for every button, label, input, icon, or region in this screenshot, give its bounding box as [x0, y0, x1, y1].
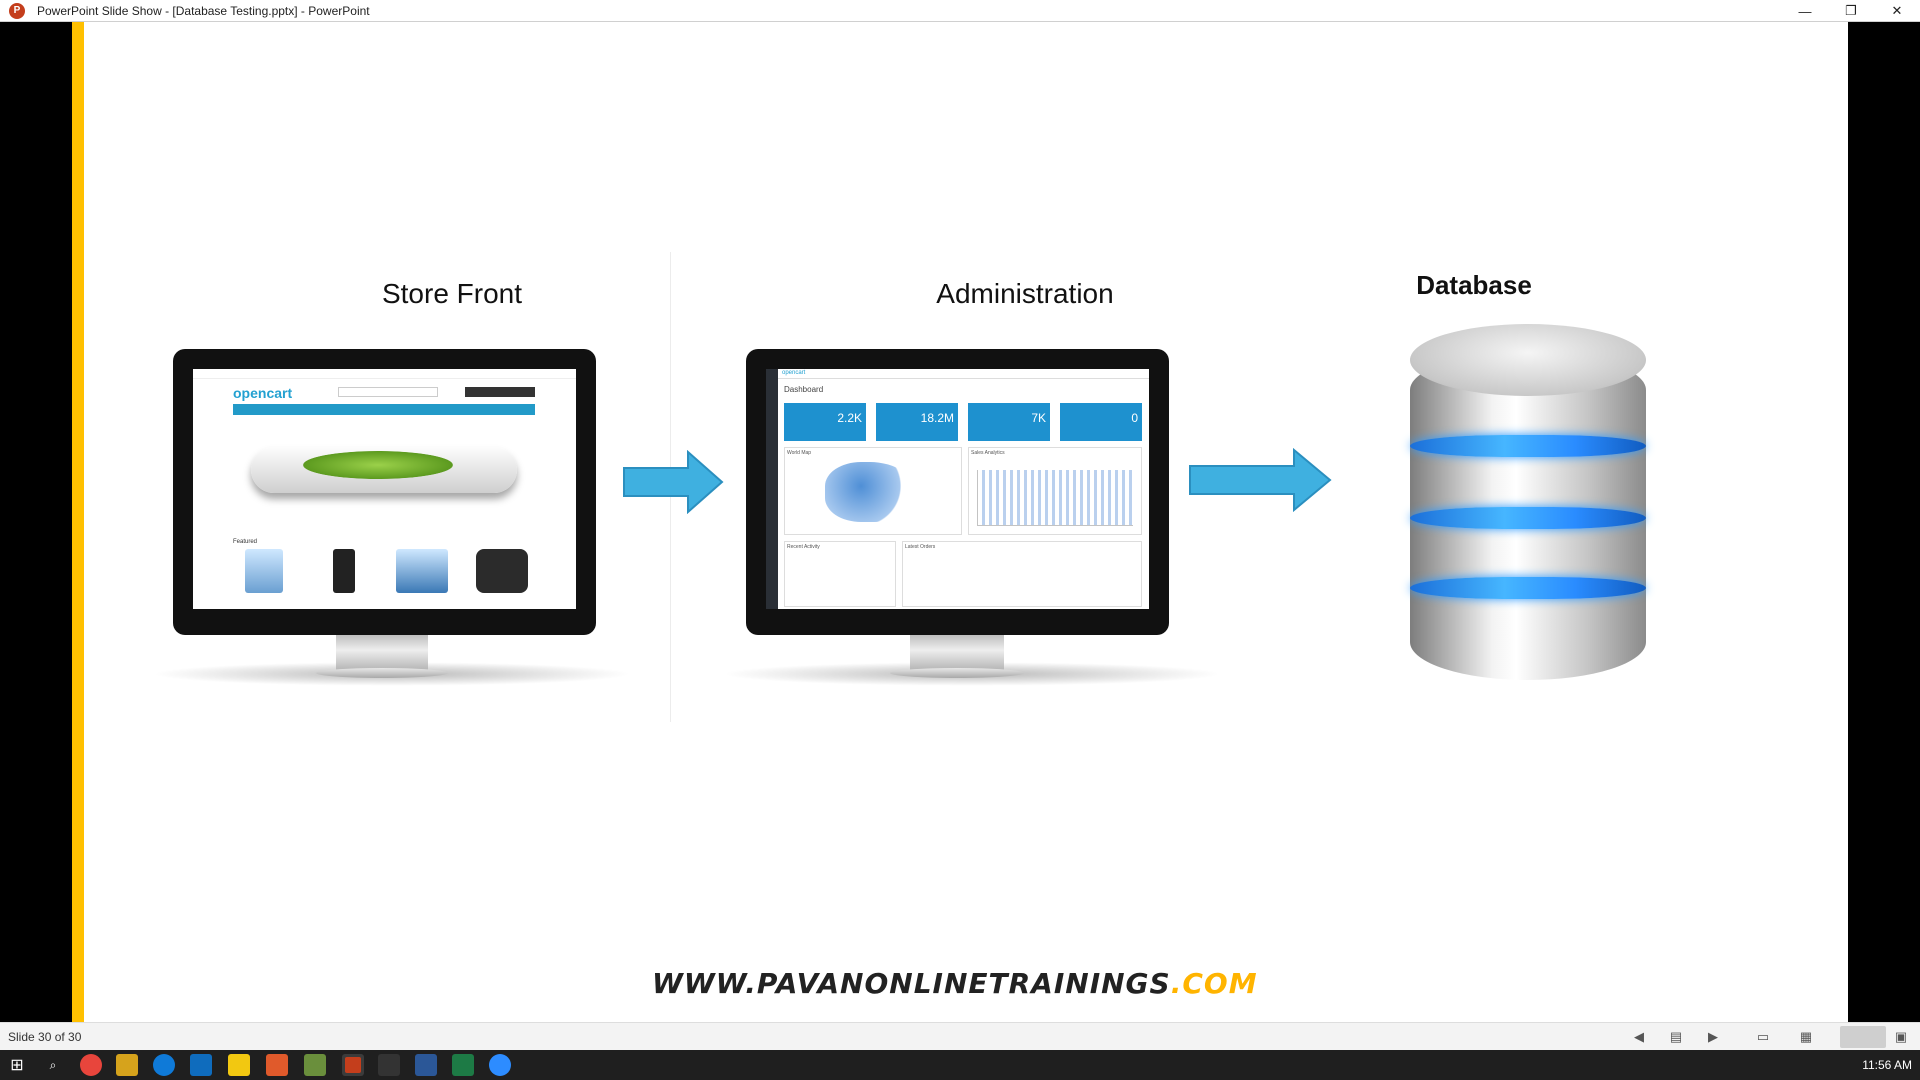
- recent-activity-panel: Recent Activity: [784, 541, 896, 607]
- monitor-base: [890, 668, 1024, 678]
- presenter-webcam-thumbnail: [1840, 1026, 1886, 1048]
- latest-orders-panel: Latest Orders: [902, 541, 1142, 607]
- slide-sorter-icon[interactable]: ▦: [1799, 1029, 1813, 1044]
- admin-brand: opencart: [782, 370, 806, 376]
- outlook-icon[interactable]: [190, 1054, 212, 1076]
- product-laptop-image: [245, 549, 283, 593]
- world-map-panel: World Map: [784, 447, 962, 535]
- stat-tile: 2.2K: [784, 403, 866, 441]
- sales-analytics-panel: Sales Analytics: [968, 447, 1142, 535]
- screen-nav-bar: [233, 404, 535, 415]
- monitor-base: [316, 668, 448, 678]
- search-icon[interactable]: ⌕: [49, 1057, 57, 1072]
- minimize-button[interactable]: —: [1798, 3, 1812, 19]
- product-phone-image: [333, 549, 355, 593]
- store-front-screen: opencart Featured: [193, 369, 576, 609]
- screen-sidebar: [766, 369, 778, 609]
- slide-counter: Slide 30 of 30: [8, 1030, 82, 1044]
- heading-administration: Administration: [936, 278, 1114, 309]
- app-icon[interactable]: [266, 1054, 288, 1076]
- window-title: PowerPoint Slide Show - [Database Testin…: [37, 3, 370, 18]
- powerpoint-app-icon: P: [9, 2, 25, 19]
- stat-tile: 18.2M: [876, 403, 958, 441]
- screen-leaf-image: [303, 451, 453, 479]
- slideshow-icon[interactable]: ▣: [1894, 1029, 1908, 1044]
- monitor-stand: [910, 634, 1004, 674]
- stat-tile: 0: [1060, 403, 1142, 441]
- slide[interactable]: Store Front Administration Database open…: [72, 22, 1848, 1022]
- footer-url-main: WWW.PAVANONLINETRAININGS: [652, 967, 1171, 1000]
- windows-start-icon[interactable]: ⊞: [10, 1057, 24, 1074]
- excel-icon[interactable]: [452, 1054, 474, 1076]
- accent-bar: [72, 22, 84, 1022]
- panel-title: Recent Activity: [787, 544, 820, 550]
- administration-screen: opencart Dashboard 2.2K 18.2M 7K 0 World…: [766, 369, 1149, 609]
- window-titlebar: P PowerPoint Slide Show - [Database Test…: [0, 0, 1920, 22]
- world-map-graphic: [825, 462, 915, 522]
- db-top: [1410, 324, 1646, 396]
- db-ring: [1410, 435, 1646, 457]
- screen-search-box: [338, 387, 438, 397]
- product-monitor-image: [396, 549, 448, 593]
- arrow-right-icon: [623, 450, 724, 514]
- command-prompt-icon[interactable]: [378, 1054, 400, 1076]
- powerpoint-taskbar-icon[interactable]: [342, 1054, 364, 1076]
- product-camera-image: [476, 549, 528, 593]
- screen-topbar: [766, 369, 1149, 379]
- chrome-icon[interactable]: [80, 1054, 102, 1076]
- screen-topbar: [193, 369, 576, 379]
- sales-chart-graphic: [977, 470, 1133, 526]
- admin-dashboard-title: Dashboard: [784, 385, 824, 394]
- sticky-notes-icon[interactable]: [228, 1054, 250, 1076]
- edge-icon[interactable]: [153, 1054, 175, 1076]
- footer-url-accent: .COM: [1170, 967, 1258, 1000]
- taskbar-clock: 11:56 AM: [1862, 1058, 1912, 1072]
- restore-button[interactable]: ❐: [1845, 3, 1857, 18]
- panel-title: Latest Orders: [905, 544, 936, 550]
- panel-title: Sales Analytics: [971, 450, 1005, 456]
- notepad-icon[interactable]: [304, 1054, 326, 1076]
- database-icon: [72, 22, 1776, 1022]
- stat-tile: 7K: [968, 403, 1050, 441]
- footer-url: WWW.PAVANONLINETRAININGS.COM: [652, 967, 1258, 1000]
- heading-store-front: Store Front: [381, 278, 523, 309]
- slideshow-statusbar: Slide 30 of 30 ◀ ▤ ▶ ▭ ▦ ▣: [0, 1022, 1920, 1050]
- administration-monitor: opencart Dashboard 2.2K 18.2M 7K 0 World…: [746, 349, 1169, 635]
- slideshow-area: Store Front Administration Database open…: [0, 22, 1920, 1022]
- screen-cart-button: [465, 387, 535, 397]
- next-slide-icon[interactable]: ▶: [1708, 1029, 1718, 1044]
- zoom-icon[interactable]: [489, 1054, 511, 1076]
- windows-taskbar: ⊞ ⌕ 11:56 AM: [0, 1050, 1920, 1080]
- monitor-stand: [336, 634, 428, 674]
- close-button[interactable]: ✕: [1891, 3, 1903, 18]
- reading-view-icon[interactable]: ▭: [1756, 1029, 1770, 1044]
- heading-database: Database: [1416, 270, 1532, 300]
- featured-label: Featured: [233, 539, 258, 545]
- app-icon[interactable]: [415, 1054, 437, 1076]
- db-ring: [1410, 507, 1646, 529]
- file-explorer-icon[interactable]: [116, 1054, 138, 1076]
- db-ring: [1410, 577, 1646, 599]
- opencart-logo: opencart: [233, 385, 293, 401]
- panel-title: World Map: [787, 450, 812, 456]
- store-front-monitor: opencart Featured: [173, 349, 596, 635]
- previous-slide-icon[interactable]: ◀: [1634, 1029, 1644, 1044]
- notes-icon[interactable]: ▤: [1669, 1029, 1683, 1044]
- arrow-right-icon: [1189, 448, 1332, 512]
